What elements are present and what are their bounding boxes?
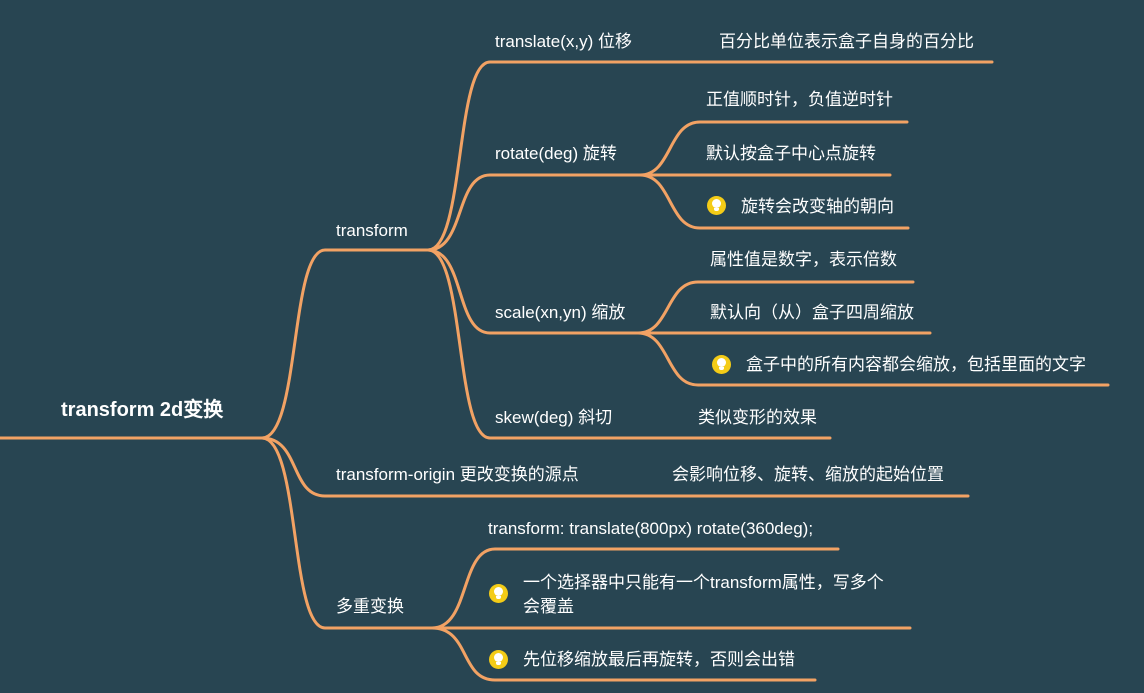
topic-skew[interactable]: skew(deg) 斜切 xyxy=(495,408,613,427)
note-scale-3[interactable]: 盒子中的所有内容都会缩放，包括里面的文字 xyxy=(746,355,1086,374)
note-translate[interactable]: 百分比单位表示盒子自身的百分比 xyxy=(719,32,974,51)
note-transform-origin[interactable]: 会影响位移、旋转、缩放的起始位置 xyxy=(672,465,944,484)
tip-lightbulb-icon xyxy=(489,650,508,669)
topic-translate[interactable]: translate(x,y) 位移 xyxy=(495,32,632,51)
topic-multi-transform[interactable]: 多重变换 xyxy=(336,597,404,616)
note-scale-2[interactable]: 默认向（从）盒子四周缩放 xyxy=(710,303,914,322)
note-rotate-1[interactable]: 正值顺时针，负值逆时针 xyxy=(706,90,893,109)
note-multi-3[interactable]: 先位移缩放最后再旋转，否则会出错 xyxy=(523,650,795,669)
tip-lightbulb-icon xyxy=(489,584,508,603)
branch-multi-note-1 xyxy=(430,547,840,630)
topic-scale[interactable]: scale(xn,yn) 缩放 xyxy=(495,303,626,322)
branch-multi-note-3 xyxy=(430,626,817,682)
branch-scale-note-3 xyxy=(636,331,1110,387)
branch-transform-skew xyxy=(426,248,630,440)
root-topic[interactable]: transform 2d变换 xyxy=(61,399,224,421)
note-multi-2-line-2[interactable]: 会覆盖 xyxy=(523,597,574,616)
branch-transform-translate xyxy=(426,60,647,252)
branch-root-transform xyxy=(260,248,430,440)
branch-rotate-note-3 xyxy=(638,173,910,230)
branch-rotate-note-1 xyxy=(638,120,909,177)
note-skew[interactable]: 类似变形的效果 xyxy=(698,408,817,427)
note-multi-1[interactable]: transform: translate(800px) rotate(360de… xyxy=(488,519,814,538)
tip-lightbulb-icon xyxy=(707,196,726,215)
branch-scale-note-1 xyxy=(636,280,915,335)
note-rotate-2[interactable]: 默认按盒子中心点旋转 xyxy=(706,144,876,163)
topic-transform[interactable]: transform xyxy=(336,221,408,240)
note-scale-1[interactable]: 属性值是数字，表示倍数 xyxy=(710,250,897,269)
note-rotate-3[interactable]: 旋转会改变轴的朝向 xyxy=(741,197,894,216)
tip-lightbulb-icon xyxy=(712,355,731,374)
topic-transform-origin[interactable]: transform-origin 更改变换的源点 xyxy=(336,465,579,484)
note-multi-2-line-1[interactable]: 一个选择器中只能有一个transform属性，写多个 xyxy=(523,573,884,592)
branch-root-origin xyxy=(260,436,652,498)
branch-transform-rotate xyxy=(426,173,642,252)
branch-root-multi xyxy=(260,436,434,630)
topic-rotate[interactable]: rotate(deg) 旋转 xyxy=(495,144,617,163)
branch-transform-scale xyxy=(426,248,640,335)
